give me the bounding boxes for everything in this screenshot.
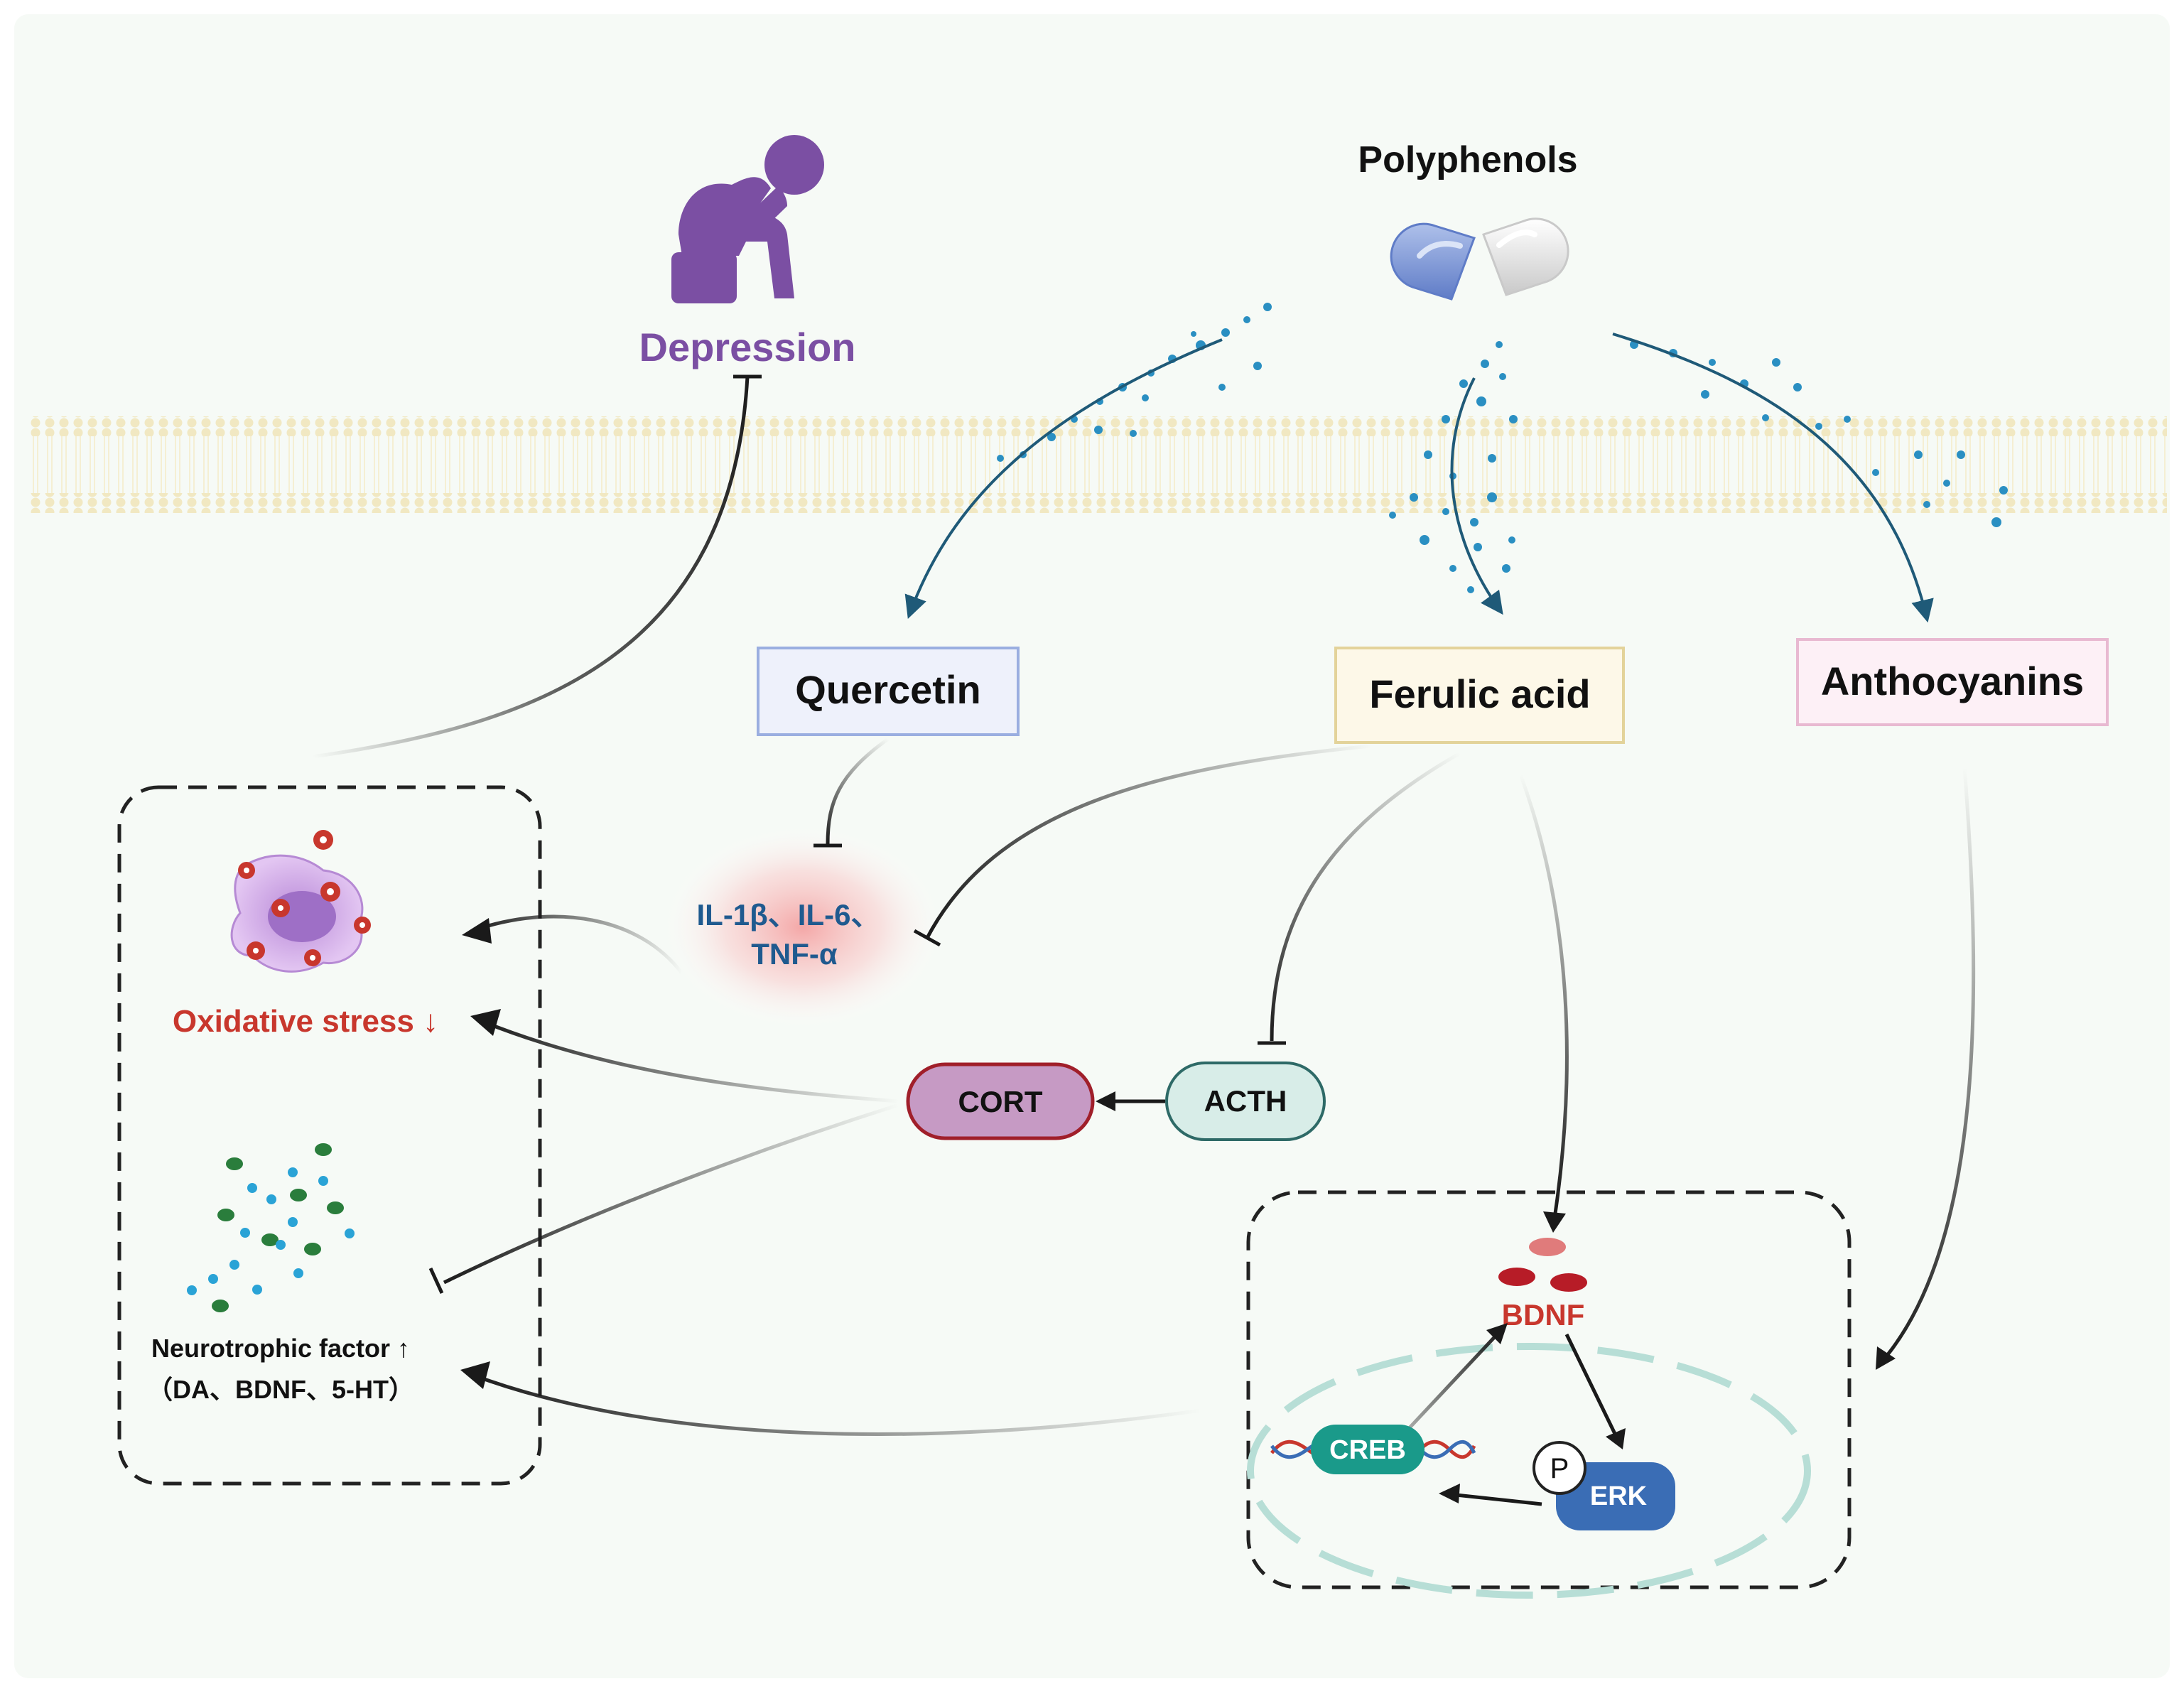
ferulic-bdnf-arrow — [1518, 774, 1569, 1219]
erk-node: ERK — [1556, 1462, 1675, 1530]
erk-creb-arrow — [1449, 1492, 1542, 1506]
quercetin-label: Quercetin — [795, 667, 980, 712]
ferulic-acid-box: Ferulic acid — [1334, 647, 1625, 744]
cytokine-oxidative-arrow — [472, 914, 683, 975]
nucleus-neurotrophic-arrowhead — [460, 1361, 490, 1389]
cort-label: CORT — [958, 1085, 1043, 1118]
cell-membrane — [28, 416, 2167, 513]
ferulic-cytokine-inhibit-line — [925, 744, 1372, 939]
anthocyanins-box: Anthocyanins — [1796, 638, 2109, 726]
bdnf-erk-arrowhead — [1606, 1428, 1626, 1449]
phosphate-label: P — [1550, 1453, 1569, 1484]
polyphenol-arrows — [904, 333, 1934, 623]
anthocyanins-arrowhead — [1876, 1346, 1896, 1370]
quercetin-box: Quercetin — [757, 647, 1020, 736]
cort-neurotrophic-inhibit-bar — [428, 1267, 444, 1295]
ferulic-cytokine-inhibit-bar — [913, 929, 941, 947]
anthocyanins-label: Anthocyanins — [1821, 659, 2084, 703]
creb-label: CREB — [1329, 1435, 1406, 1465]
bdnf-erk-arrow — [1564, 1333, 1618, 1438]
acth-node: ACTH — [1165, 1062, 1326, 1141]
neurotrophic-label-line2: （DA、BDNF、5-HT） — [147, 1375, 414, 1404]
erk-label: ERK — [1590, 1481, 1648, 1511]
ferulic-acth-inhibit-line — [1270, 751, 1461, 1042]
outcomes-box — [117, 785, 542, 1486]
inhibit-depression-line — [312, 376, 750, 759]
acth-cort-arrowhead — [1096, 1091, 1115, 1111]
capsule-icon — [1390, 217, 1569, 301]
creb-bdnf-arrowhead — [1486, 1323, 1508, 1344]
bdnf-label: BDNF — [1502, 1298, 1585, 1332]
cort-node: CORT — [906, 1062, 1095, 1140]
cytokines-label-line2: TNF-α — [751, 937, 838, 971]
cort-oxidative-arrow — [482, 1020, 899, 1103]
background — [14, 14, 2170, 1678]
bdnf-molecule-icon — [1498, 1238, 1587, 1292]
neurotrophic-label-line1: Neurotrophic factor ↑ — [151, 1334, 410, 1363]
oxidative-stress-label: Oxidative stress ↓ — [173, 1004, 438, 1039]
acth-label: ACTH — [1204, 1084, 1287, 1118]
cytokine-oxidative-arrowhead — [462, 918, 492, 944]
cort-oxidative-arrowhead — [470, 1009, 501, 1036]
neurotransmitter-dots-icon — [187, 1143, 355, 1312]
arrow-to-anthocyanins — [1612, 333, 1934, 623]
erk-creb-arrowhead — [1439, 1484, 1460, 1503]
cort-neurotrophic-inhibit-line — [443, 1103, 899, 1285]
creb-node: CREB — [1311, 1425, 1425, 1474]
neuron-box — [1246, 1190, 1851, 1589]
nucleus-envelope — [1247, 1343, 1811, 1599]
cytokines-label-line1: IL-1β、IL-6、 — [697, 898, 881, 931]
polyphenols-label: Polyphenols — [1358, 139, 1577, 180]
anthocyanins-arrow — [1881, 767, 1976, 1362]
ferulic-acid-label: Ferulic acid — [1369, 671, 1590, 716]
cytokine-glow — [661, 824, 945, 1030]
depressed-person-icon — [671, 135, 824, 303]
phosphate-icon: P — [1532, 1441, 1586, 1495]
ferulic-bdnf-arrowhead — [1543, 1211, 1566, 1233]
ros-cell-icon — [230, 830, 371, 973]
arrow-to-ferulic-acid — [1450, 377, 1503, 615]
quercetin-inhibit-line — [826, 737, 890, 845]
arrow-to-quercetin — [904, 338, 1223, 620]
nucleus-neurotrophic-arrow — [472, 1373, 1201, 1437]
polyphenol-particles — [997, 303, 2008, 593]
creb-bdnf-arrow — [1391, 1331, 1501, 1447]
depression-label: Depression — [639, 325, 856, 369]
